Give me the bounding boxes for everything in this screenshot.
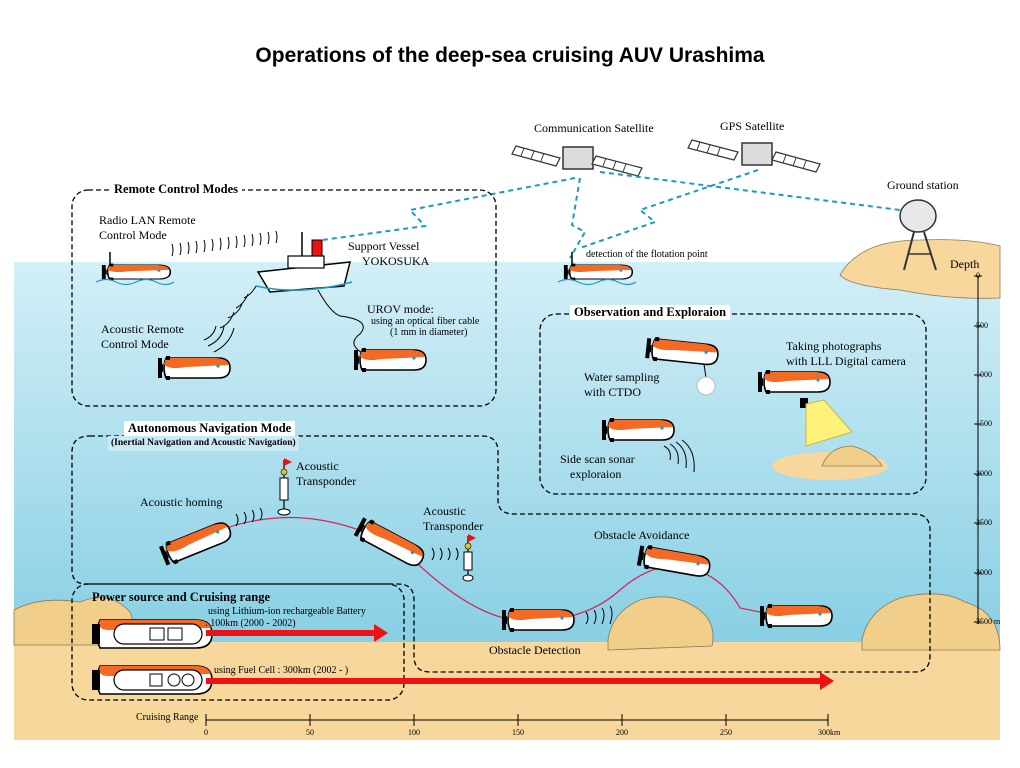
gps-satellite-icon	[687, 139, 821, 173]
remote-control-heading: Remote Control Modes	[110, 182, 243, 197]
ground-station-label: Ground station	[887, 178, 959, 192]
depth-tick-0: 0	[976, 271, 980, 280]
radio-lan-waves	[171, 230, 278, 257]
auv-photography	[757, 369, 831, 395]
acoustic-remote-label-2: Control Mode	[101, 337, 169, 351]
observation-rock	[821, 445, 883, 467]
obstacle-detection-label: Obstacle Detection	[489, 643, 581, 657]
range-tick-50: 50	[306, 728, 314, 737]
depth-tick-500: 500	[976, 321, 988, 330]
gps-satellite-label: GPS Satellite	[720, 119, 785, 133]
island	[839, 239, 1001, 299]
auv-battery-powered	[92, 619, 213, 649]
battery-range-arrow	[206, 624, 388, 642]
ctdo-sampler-icon	[696, 363, 716, 396]
camera-light-beam	[800, 398, 853, 447]
range-tick-100: 100	[408, 728, 420, 737]
depth-tick-3500: 3500 m	[976, 617, 1001, 626]
seabed	[14, 642, 1000, 740]
depth-tick-1000: 1000	[976, 370, 992, 379]
auv-obstacle-detection	[501, 607, 575, 633]
transponder-2-label-2: Transponder	[423, 519, 484, 533]
auv-final	[759, 603, 833, 629]
acoustic-pings	[235, 507, 613, 625]
acoustic-homing-label: Acoustic homing	[140, 495, 223, 509]
urov-detail-label-1: using an optical fiber cable	[371, 316, 480, 327]
depth-tick-2500: 2500	[976, 518, 992, 527]
autonomous-nav-subheading: (Inertial Navigation and Acoustic Naviga…	[108, 436, 299, 451]
auv-fuel-cell-powered	[92, 665, 213, 695]
urov-mode-label: UROV mode:	[367, 302, 434, 316]
power-source-heading: Power source and Cruising range	[92, 590, 271, 604]
transponder-2-label-1: Acoustic	[423, 504, 466, 518]
comm-satellite-label: Communication Satellite	[534, 121, 654, 135]
optical-fiber-cable	[317, 289, 365, 355]
range-tick-200: 200	[616, 728, 628, 737]
water-sampling-label-1: Water sampling	[584, 370, 660, 384]
auv-surface-radio	[101, 252, 172, 282]
range-tick-250: 250	[720, 728, 732, 737]
wave-flotation	[557, 278, 637, 286]
fuel-cell-label: using Fuel Cell : 300km (2002 - )	[214, 665, 349, 676]
auv-side-scan	[601, 417, 675, 443]
photographs-label-2: with LLL Digital camera	[786, 354, 906, 368]
autonomous-nav-box	[71, 435, 931, 673]
depth-tick-1500: 1500	[976, 419, 992, 428]
urov-detail-label-2: (1 mm in diameter)	[390, 327, 468, 338]
side-scan-label-1: Side scan sonar	[560, 452, 635, 466]
radio-lan-label-2: Control Mode	[99, 228, 167, 242]
observation-heading: Observation and Exploraion	[570, 305, 731, 320]
acoustic-transponder-icon-2	[462, 534, 476, 582]
vessel-wave	[255, 281, 353, 291]
wave-radio	[95, 278, 175, 286]
side-scan-waves	[663, 439, 695, 473]
range-tick-300: 300km	[818, 728, 841, 737]
observation-box	[539, 313, 927, 495]
ground-station-dish-icon	[899, 199, 937, 271]
satellite-links	[321, 169, 901, 259]
power-source-box	[71, 583, 405, 701]
range-tick-150: 150	[512, 728, 524, 737]
support-vessel-label-2: YOKOSUKA	[362, 254, 430, 268]
cruising-range-axis	[205, 714, 829, 726]
support-vessel-label-1: Support Vessel	[348, 239, 420, 253]
acoustic-waves-remote	[203, 285, 257, 353]
transponder-1-label-1: Acoustic	[296, 459, 339, 473]
rock-middle	[607, 596, 714, 651]
depth-tick-2000: 2000	[976, 469, 992, 478]
battery-label-1: using Lithium-ion rechargeable Battery	[208, 606, 366, 617]
range-tick-0: 0	[204, 728, 208, 737]
remote-control-box	[71, 189, 497, 407]
side-scan-label-2: exploraion	[570, 467, 622, 481]
battery-label-2: : 100km (2000 - 2002)	[205, 618, 296, 629]
transponder-1-label-2: Transponder	[296, 474, 357, 488]
photographs-label-1: Taking photographs	[786, 339, 882, 353]
autonomous-nav-heading: Autonomous Navigation Mode	[124, 421, 296, 436]
depth-scale	[974, 275, 982, 624]
auv-acoustic-remote	[157, 355, 231, 381]
support-vessel-icon	[256, 232, 351, 293]
acoustic-transponder-icon-1	[277, 458, 292, 516]
flotation-point-label: detection of the flotation point	[586, 249, 708, 260]
cruising-range-label: Cruising Range	[136, 712, 199, 723]
obstacle-avoidance-label: Obstacle Avoidance	[594, 528, 690, 542]
auv-urov	[353, 347, 427, 373]
page-title: Operations of the deep-sea cruising AUV …	[255, 44, 765, 67]
acoustic-remote-label-1: Acoustic Remote	[101, 322, 184, 336]
fuel-cell-range-arrow	[206, 672, 834, 690]
auv-surface-flotation	[563, 252, 634, 282]
communication-satellite-icon	[511, 145, 643, 177]
water-sampling-label-2: with CTDO	[584, 385, 641, 399]
depth-tick-3000: 3000	[976, 568, 992, 577]
radio-lan-label-1: Radio LAN Remote	[99, 213, 196, 227]
depth-label: Depth	[950, 257, 980, 271]
rock-right	[861, 593, 1001, 651]
